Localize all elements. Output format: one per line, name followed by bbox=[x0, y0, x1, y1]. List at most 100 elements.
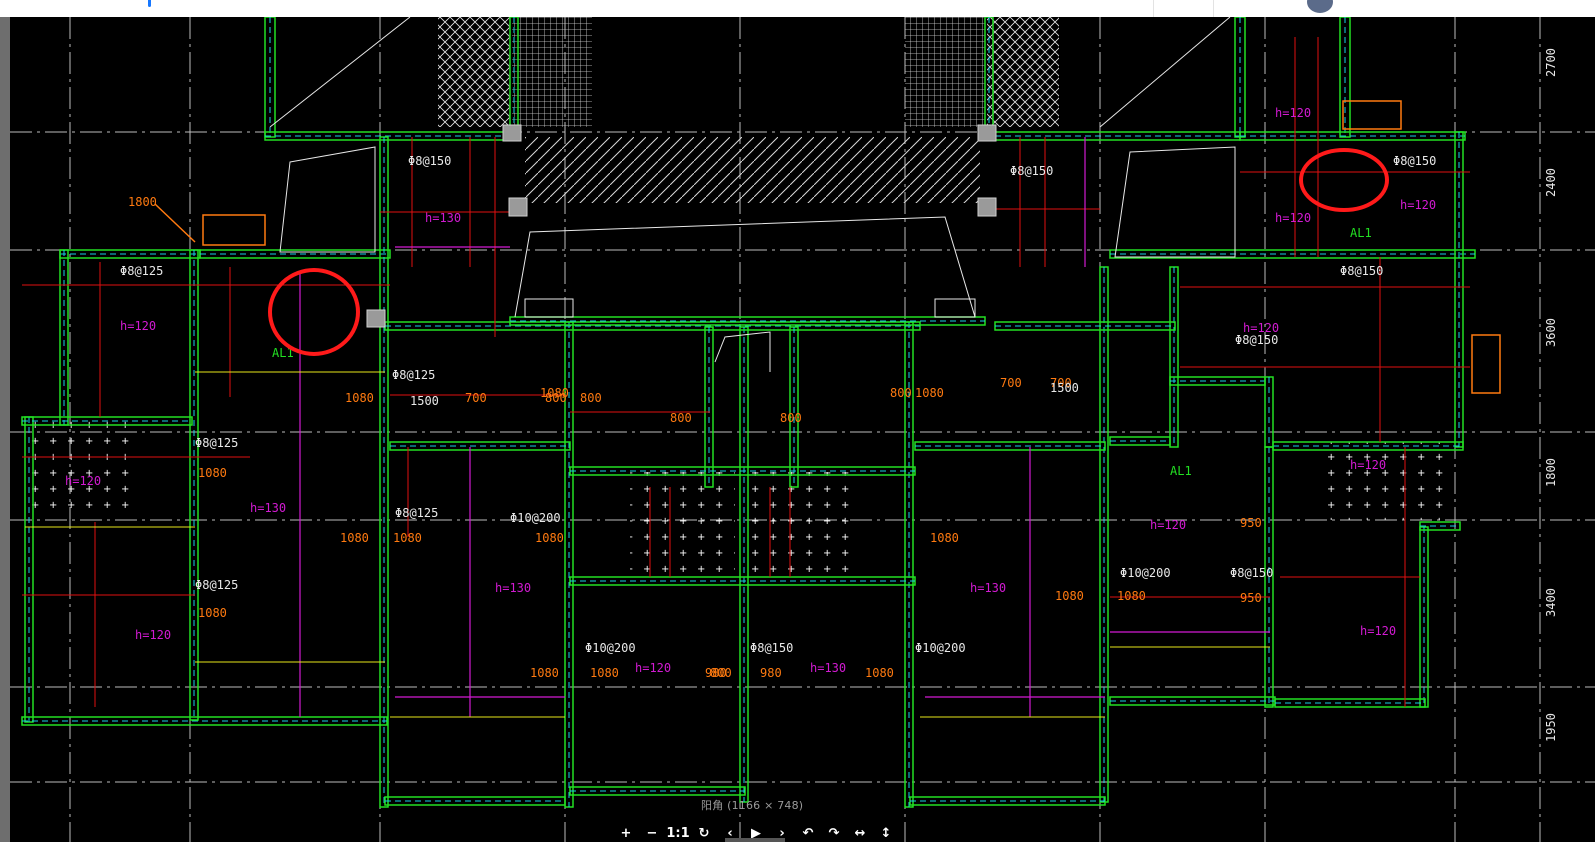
drawing-label: Φ10@200 bbox=[585, 641, 636, 655]
drawing-label: 700 bbox=[1000, 376, 1022, 390]
drawing-label: 1080 bbox=[865, 666, 894, 680]
drawing-label: h=120 bbox=[1360, 624, 1396, 638]
dimension-label: 2700 bbox=[1544, 48, 1558, 77]
dimension-label: 2400 bbox=[1544, 168, 1558, 197]
drawing-label: Φ8@125 bbox=[195, 436, 238, 450]
brand-logo-icon bbox=[148, 0, 151, 7]
drawing-label: 1500 bbox=[1050, 381, 1079, 395]
drawing-label: 1500 bbox=[410, 394, 439, 408]
drawing-label: 1080 bbox=[590, 666, 619, 680]
drawing-label: h=120 bbox=[65, 474, 101, 488]
drawing-label: 800 bbox=[710, 666, 732, 680]
drawing-label: Φ10@200 bbox=[915, 641, 966, 655]
previous-button[interactable]: ‹ bbox=[727, 825, 733, 841]
next-button[interactable]: › bbox=[779, 825, 785, 841]
drawing-label: h=120 bbox=[1350, 458, 1386, 472]
drawing-label: 1080 bbox=[198, 466, 227, 480]
highlight-circles bbox=[268, 148, 1389, 356]
drawing-label: h=130 bbox=[970, 581, 1006, 595]
drawing-labels: Φ8@150Φ8@150Φ8@150Φ8@125Φ8@125Φ8@125Φ8@1… bbox=[65, 106, 1436, 680]
drawing-label: 1080 bbox=[915, 386, 944, 400]
app-top-bar bbox=[0, 0, 1595, 18]
drawing-label: 980 bbox=[705, 666, 727, 680]
drawing-label: 1080 bbox=[1055, 589, 1084, 603]
wall-outlines bbox=[21, 17, 1476, 808]
drawing-label: Φ10@200 bbox=[1120, 566, 1171, 580]
tag-boxes bbox=[154, 100, 1501, 394]
zoom-in-button[interactable]: + bbox=[620, 825, 632, 841]
drawing-label: Φ8@125 bbox=[195, 578, 238, 592]
drawing-label: h=120 bbox=[135, 628, 171, 642]
drawing-label: 950 bbox=[1240, 591, 1262, 605]
drawing-label: 1080 bbox=[345, 391, 374, 405]
drawing-label: 800 bbox=[890, 386, 912, 400]
drawing-label: h=120 bbox=[120, 319, 156, 333]
drawing-label: AL1 bbox=[272, 346, 294, 360]
drawing-label: h=130 bbox=[250, 501, 286, 515]
drawing-label: 800 bbox=[780, 411, 802, 425]
rotate-button[interactable]: ↻ bbox=[698, 825, 710, 841]
drawing-label: h=130 bbox=[810, 661, 846, 675]
drawing-label: 1080 bbox=[393, 531, 422, 545]
drawing-label: h=130 bbox=[495, 581, 531, 595]
drawing-label: AL1 bbox=[1170, 464, 1192, 478]
wall-segment bbox=[1339, 17, 1351, 138]
rebar-lines bbox=[22, 37, 1470, 707]
drawing-label: h=120 bbox=[1275, 106, 1311, 120]
drawing-label: Φ8@150 bbox=[1230, 566, 1273, 580]
dimension-label: 1950 bbox=[1544, 713, 1558, 742]
highlight-circle-left bbox=[268, 268, 360, 356]
stair-elevator-outlines bbox=[269, 17, 1236, 372]
wall-segment bbox=[264, 17, 276, 138]
drawing-label: Φ8@150 bbox=[750, 641, 793, 655]
drawing-label: AL1 bbox=[1350, 226, 1372, 240]
drawing-label: 1800 bbox=[128, 195, 157, 209]
left-scroll-rail[interactable] bbox=[0, 17, 10, 842]
drawing-label: 1080 bbox=[930, 531, 959, 545]
scroll-indicator[interactable] bbox=[725, 838, 785, 842]
play-button[interactable]: ▶ bbox=[751, 825, 761, 841]
drawing-label: Φ8@150 bbox=[1393, 154, 1436, 168]
drawing-label: Φ8@150 bbox=[1340, 264, 1383, 278]
viewer-toolbar: +−1:1 ↻ ‹ ▶ › ↶ ↷ ↔ ↕ bbox=[613, 823, 899, 842]
drawing-label: Φ8@125 bbox=[392, 368, 435, 382]
drawing-label: 950 bbox=[1240, 516, 1262, 530]
drawing-label: 700 bbox=[465, 391, 487, 405]
cad-floor-plan-drawing: + bbox=[10, 17, 1595, 842]
yellow-lines bbox=[25, 371, 1270, 718]
rotate-left-button[interactable]: ↶ bbox=[802, 825, 814, 841]
drawing-label: Φ8@125 bbox=[395, 506, 438, 520]
toolbar-divider bbox=[1153, 0, 1154, 17]
flip-vertical-button[interactable]: ↕ bbox=[880, 825, 892, 841]
drawing-label: h=120 bbox=[1243, 321, 1279, 335]
zoom-out-button[interactable]: − bbox=[646, 825, 658, 841]
drawing-label: h=130 bbox=[425, 211, 461, 225]
drawing-label: 800 bbox=[545, 391, 567, 405]
drawing-label: h=120 bbox=[1150, 518, 1186, 532]
drawing-label: 1080 bbox=[198, 606, 227, 620]
drawing-label: Φ10@200 bbox=[510, 511, 561, 525]
wall-segment bbox=[1454, 131, 1464, 448]
dimension-label: 3400 bbox=[1544, 588, 1558, 617]
wall-segment bbox=[569, 786, 746, 796]
flip-horizontal-button[interactable]: ↔ bbox=[854, 825, 866, 841]
rotate-right-button[interactable]: ↷ bbox=[828, 825, 840, 841]
drawing-label: Φ8@150 bbox=[1235, 333, 1278, 347]
drawing-label: Φ8@150 bbox=[1010, 164, 1053, 178]
drawing-label: Φ8@150 bbox=[408, 154, 451, 168]
drawing-label: h=120 bbox=[1400, 198, 1436, 212]
drawing-label: 1080 bbox=[340, 531, 369, 545]
drawing-label: 1080 bbox=[1117, 589, 1146, 603]
highlight-circle-right bbox=[1299, 148, 1389, 212]
actual-size-button[interactable]: 1:1 bbox=[666, 825, 690, 841]
drawing-label: 1080 bbox=[540, 386, 569, 400]
user-avatar[interactable] bbox=[1307, 0, 1333, 13]
image-viewer[interactable]: + bbox=[10, 17, 1595, 842]
drawing-label: h=120 bbox=[1275, 211, 1311, 225]
drawing-label: Φ8@125 bbox=[120, 264, 163, 278]
dimension-label: 1800 bbox=[1544, 458, 1558, 487]
drawing-label: 800 bbox=[580, 391, 602, 405]
drawing-label: 700 bbox=[1050, 376, 1072, 390]
image-caption: 阳角 (1166 × 748) bbox=[701, 799, 804, 812]
wall-segment bbox=[59, 249, 69, 426]
